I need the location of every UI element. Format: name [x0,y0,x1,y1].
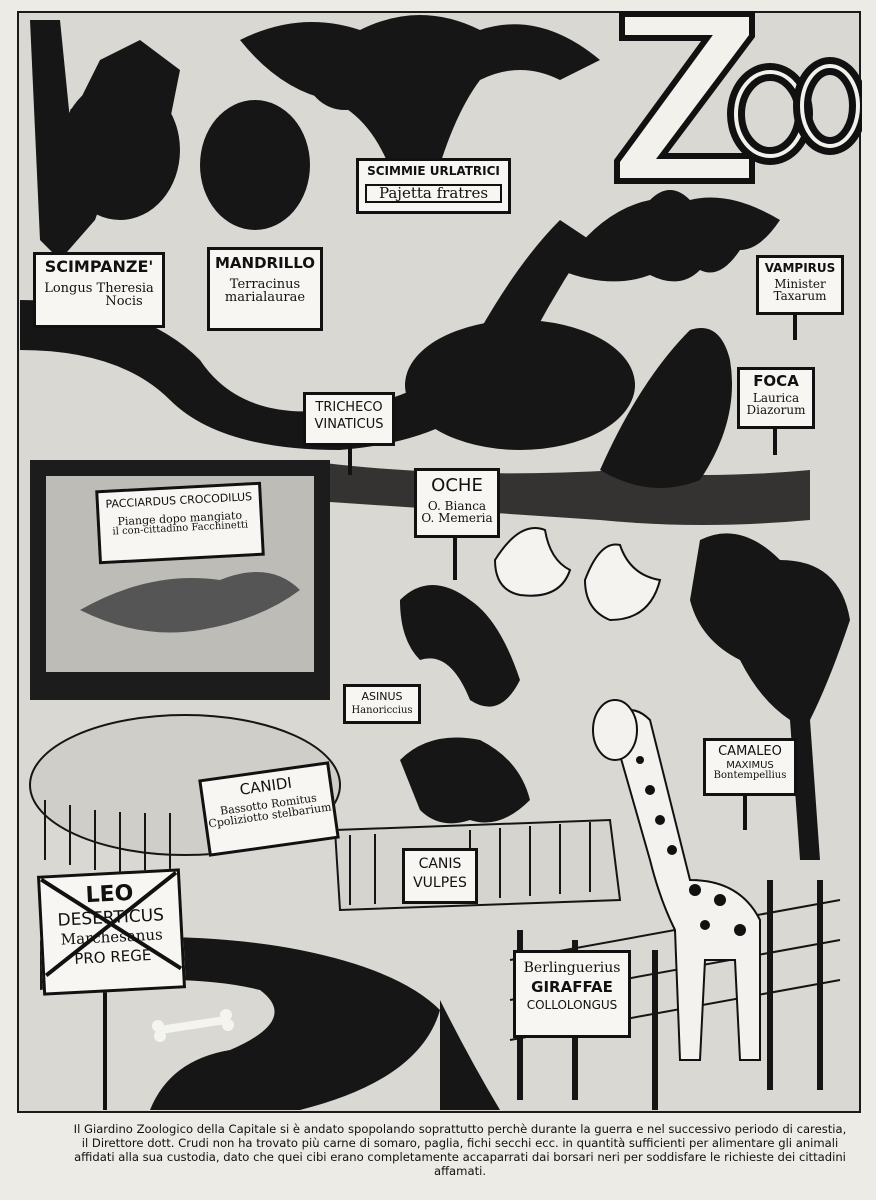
sign-camaleo-title: CAMALEO [718,744,782,759]
sign-canis-vulpes: CANIS VULPES [402,848,478,904]
sign-scimmie-urlatrici: SCIMMIE URLATRICI Pajetta fratres [356,158,511,214]
sign-vampirus-title: VAMPIRUS [764,261,836,275]
sign-vampirus-line2: Minister [774,276,826,291]
sign-scimpanze: SCIMPANZE' Longus Theresia Nocis [33,252,165,328]
sign-scimpanze-line3: Nocis [105,294,143,310]
sign-tricheco-title: TRICHECO [315,400,383,415]
sign-camaleo-line2: MAXIMUS [726,759,774,771]
sign-oche: OCHE O. Bianca O. Memeria [414,468,500,538]
sign-asinus-line2: Hanoriccius [351,704,413,716]
sign-foca-line3: Diazorum [746,403,806,418]
sign-giraffae-line1: Berlinguerius [523,960,621,976]
sign-oche-line3: O. Memeria [421,511,493,526]
sign-camaleo: CAMALEO MAXIMUS Bontempellius [703,738,797,796]
sign-vampirus: VAMPIRUS Minister Taxarum [756,255,844,315]
sign-scimmie-subtitle: Pajetta fratres [365,183,502,204]
sign-foca: FOCA Laurica Diazorum [737,367,815,429]
sign-canis-title: CANIS [418,856,462,872]
sign-asinus-title: ASINUS [361,690,403,703]
sign-vampirus-line3: Taxarum [773,289,827,304]
sign-mandrillo-line3: marialaurae [224,290,306,306]
sign-asinus: ASINUS Hanoriccius [343,684,421,724]
sign-scimpanze-line2: Longus Theresia [44,280,154,296]
sign-camaleo-line3: Bontempellius [713,770,787,782]
zoo-title [612,6,867,186]
sign-giraffae-title: GIRAFFAE [531,977,613,996]
sign-oche-title: OCHE [431,475,483,496]
sign-oche-line2: O. Bianca [427,498,487,513]
caption-text: Il Giardino Zoologico della Capitale si … [73,1122,847,1178]
sign-scimpanze-title: SCIMPANZE' [44,257,154,276]
zoo-title-lettering [614,11,867,184]
sign-tricheco-line2: VINATICUS [314,416,384,432]
sign-canis-line2: VULPES [413,874,467,891]
sign-foca-line2: Laurica [752,390,800,405]
sign-giraffae-line3: COLLOLONGUS [526,998,618,1013]
sign-foca-title: FOCA [753,372,799,390]
sign-crocodilus-title: PACCIARDUS CROCODILUS [105,490,253,511]
sign-mandrillo-title: MANDRILLO [214,254,315,272]
sign-mandrillo: MANDRILLO Terracinus marialaurae [207,247,323,331]
sign-pacciardus-crocodilus: PACCIARDUS CROCODILUS Piange dopo mangia… [95,481,265,565]
cross-out-mark [40,870,183,978]
sign-leo-deserticus: LEO DESERTICUS Marchesanus PRO REGE [36,868,187,996]
sign-berlinguerius-giraffae: Berlinguerius GIRAFFAE COLLOLONGUS [513,950,631,1038]
sign-mandrillo-line2: Terracinus [229,276,301,292]
sign-tricheco: TRICHECO VINATICUS [303,392,395,446]
sign-scimmie-title: SCIMMIE URLATRICI [367,164,500,178]
